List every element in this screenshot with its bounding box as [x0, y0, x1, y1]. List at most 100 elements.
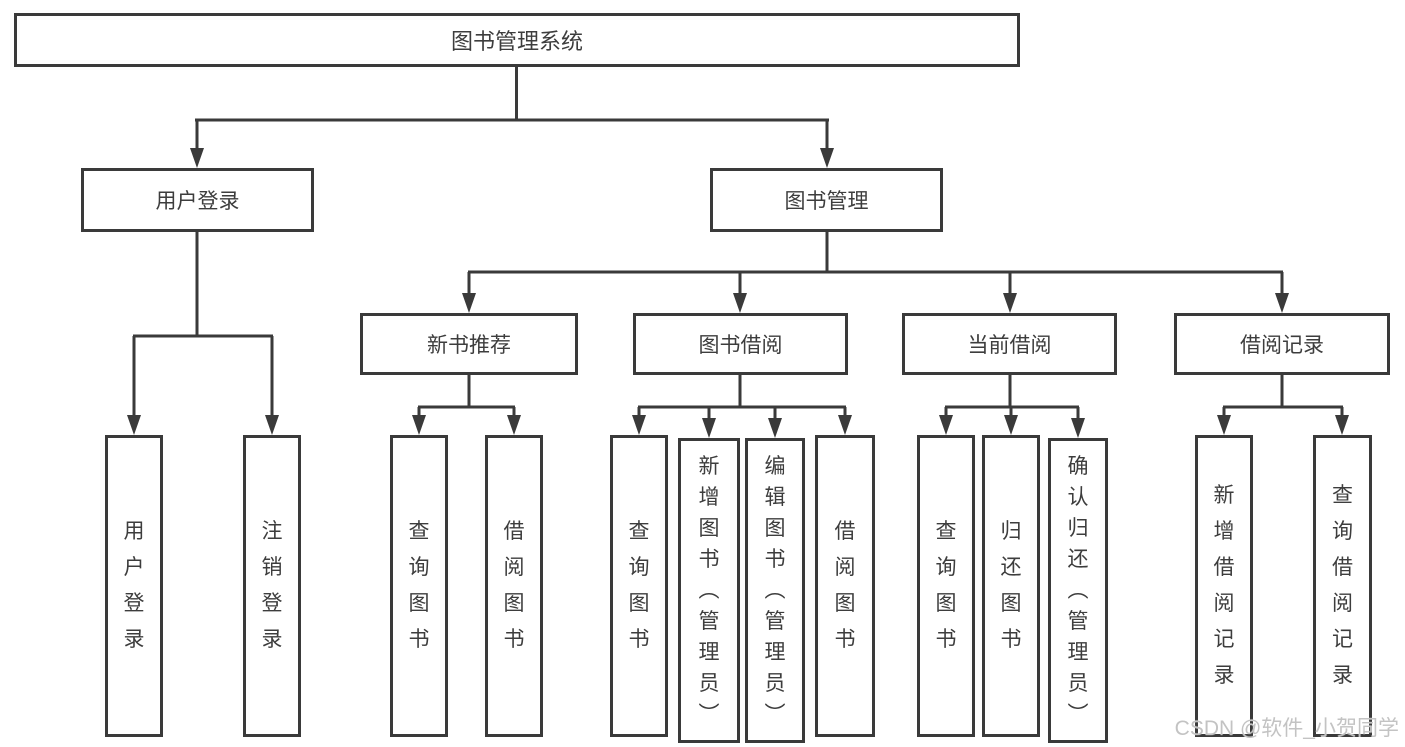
node-new-book-recommend-label: 新书推荐 [427, 334, 511, 357]
leaf-label-char: 书 [628, 628, 650, 651]
leaf-label-char: 查 [628, 520, 650, 543]
leaf-label-char: 辑 [764, 486, 786, 509]
leaf-label-char: ︶ [764, 703, 786, 726]
leaf-label-char: 管 [764, 610, 786, 633]
leaf-label-char: 询 [628, 556, 650, 579]
leaf-query-books-recommend: 查询图书 [390, 435, 448, 737]
leaf-label-char: 借 [1213, 556, 1235, 579]
leaf-label-char: 书 [503, 628, 525, 651]
leaf-label-char: 查 [408, 520, 430, 543]
node-new-book-recommend: 新书推荐 [360, 313, 578, 375]
leaf-query-borrow-record: 查询借阅记录 [1313, 435, 1372, 737]
leaf-label-char: 图 [1000, 592, 1022, 615]
node-book-management-label: 图书管理 [784, 190, 869, 213]
leaf-label-char: 员 [1067, 672, 1089, 695]
leaf-label-char: 借 [503, 520, 525, 543]
leaf-label-char: 新 [1213, 484, 1235, 507]
leaf-label-char: 书 [834, 628, 856, 651]
leaf-label-char: 认 [1067, 486, 1089, 509]
leaf-label-char: 借 [1332, 556, 1353, 579]
leaf-label-char: 查 [935, 520, 957, 543]
leaf-logout: 注销登录 [243, 435, 301, 737]
node-book-borrowing: 图书借阅 [633, 313, 848, 375]
leaf-label-char: ︵ [698, 579, 720, 602]
leaf-label-char: 图 [834, 592, 856, 615]
leaf-label-char: 管 [1067, 610, 1089, 633]
leaf-label-char: 增 [1213, 520, 1235, 543]
leaf-label-char: 借 [834, 520, 856, 543]
leaf-label-char: 登 [123, 592, 145, 615]
node-user-login-label: 用户登录 [155, 190, 240, 213]
leaf-label-char: 书 [408, 628, 430, 651]
leaf-borrow-books-borrowing: 借阅图书 [815, 435, 875, 737]
leaf-label-char: 员 [764, 672, 786, 695]
leaf-label-char: 查 [1332, 484, 1353, 507]
leaf-label-char: 书 [764, 548, 786, 571]
leaf-label-char: 登 [261, 592, 283, 615]
leaf-label-char: ︵ [764, 579, 786, 602]
leaf-label-char: 书 [1000, 628, 1022, 651]
leaf-label-char: 录 [261, 628, 283, 651]
leaf-query-books-borrowing: 查询图书 [610, 435, 668, 737]
leaf-label-char: 还 [1000, 556, 1022, 579]
leaf-label-char: 还 [1067, 548, 1089, 571]
leaf-label-char: 编 [764, 455, 786, 478]
leaf-label-char: 归 [1000, 520, 1022, 543]
leaf-return-book: 归还图书 [982, 435, 1040, 737]
leaf-add-borrow-record: 新增借阅记录 [1195, 435, 1253, 737]
leaf-label-char: 理 [1067, 641, 1089, 664]
node-book-borrowing-label: 图书借阅 [698, 334, 783, 357]
leaf-label-char: 员 [698, 672, 720, 695]
connector-lines [132, 66, 1344, 422]
leaf-label-char: 询 [1332, 520, 1353, 543]
leaf-label-char: 阅 [1332, 592, 1353, 615]
leaf-label-char: 注 [261, 520, 283, 543]
leaf-label-char: 新 [698, 455, 720, 478]
leaf-label-char: 录 [1213, 664, 1235, 687]
leaf-label-char: 理 [764, 641, 786, 664]
node-root-library-system: 图书管理系统 [14, 13, 1020, 67]
leaf-label-char: 归 [1067, 517, 1089, 540]
leaf-label-char: 销 [261, 556, 283, 579]
leaf-label-char: 阅 [1213, 592, 1235, 615]
leaf-label-char: ︶ [698, 703, 720, 726]
leaf-label-char: 户 [123, 556, 145, 579]
leaf-label-char: ︶ [1067, 703, 1089, 726]
leaf-label-char: 图 [698, 517, 720, 540]
leaf-label-char: ︵ [1067, 579, 1089, 602]
leaf-label-char: 阅 [503, 556, 525, 579]
node-user-login: 用户登录 [81, 168, 314, 232]
leaf-label-char: 书 [935, 628, 957, 651]
leaf-label-char: 录 [123, 628, 145, 651]
node-borrowing-records: 借阅记录 [1174, 313, 1390, 375]
leaf-label-char: 理 [698, 641, 720, 664]
leaf-add-book-admin: 新增图书 ︵ 管理员 ︶ [678, 438, 740, 743]
leaf-label-char: 记 [1332, 628, 1353, 651]
leaf-label-char: 图 [503, 592, 525, 615]
leaf-query-books-current: 查询图书 [917, 435, 975, 737]
leaf-label-char: 图 [628, 592, 650, 615]
csdn-watermark: CSDN @软件_小贺同学 [1174, 717, 1399, 740]
node-current-borrowing: 当前借阅 [902, 313, 1117, 375]
leaf-label-char: 记 [1213, 628, 1235, 651]
leaf-label-char: 用 [123, 520, 145, 543]
leaf-confirm-return-admin: 确认归还︵管理员︶ [1048, 438, 1108, 743]
node-current-borrowing-label: 当前借阅 [967, 334, 1052, 357]
leaf-label-char: 书 [698, 548, 720, 571]
leaf-label-char: 图 [408, 592, 430, 615]
leaf-user-login: 用户登录 [105, 435, 163, 737]
leaf-borrow-books-recommend: 借阅图书 [485, 435, 543, 737]
leaf-label-char: 询 [408, 556, 430, 579]
node-book-management: 图书管理 [710, 168, 943, 232]
node-root-label: 图书管理系统 [450, 29, 583, 54]
leaf-label-char: 录 [1332, 664, 1353, 687]
node-borrowing-records-label: 借阅记录 [1240, 334, 1324, 357]
leaf-label-char: 询 [935, 556, 957, 579]
leaf-label-char: 管 [698, 610, 720, 633]
leaf-label-char: 增 [698, 486, 720, 509]
leaf-label-char: 图 [935, 592, 957, 615]
connector-arrowheads [127, 148, 1349, 438]
leaf-edit-book-admin: 编辑图书︵管理员︶ [745, 438, 805, 743]
